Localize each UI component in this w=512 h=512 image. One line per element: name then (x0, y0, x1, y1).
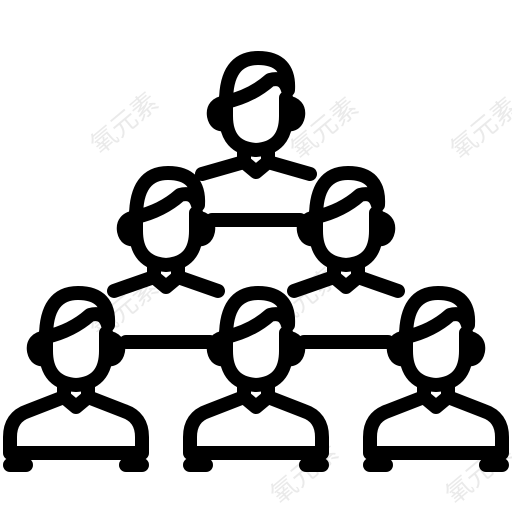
person-bottom-right (363, 286, 509, 472)
people-group (3, 51, 509, 472)
ear-left (296, 210, 323, 247)
ear-left (206, 95, 233, 132)
person-mid-right (287, 166, 405, 298)
shoulders (195, 155, 317, 181)
ear-right (279, 330, 306, 367)
hair (309, 166, 386, 224)
person-bottom-left (3, 286, 149, 472)
shoulders (107, 270, 225, 298)
shoulders (287, 270, 405, 298)
connector-lines (119, 213, 395, 349)
ear-right (279, 95, 306, 132)
ear-right (369, 210, 396, 247)
ear-right (99, 330, 126, 367)
ear-right (459, 330, 486, 367)
ear-left (386, 330, 413, 367)
ear-left (206, 330, 233, 367)
person-bottom-center (183, 286, 329, 472)
ear-left (26, 330, 53, 367)
body (3, 390, 149, 460)
hair (39, 286, 116, 344)
ear-right (189, 210, 216, 247)
person-mid-left (107, 166, 225, 298)
watermark-text: 氧元素 (445, 92, 512, 165)
body (363, 390, 509, 460)
body (183, 390, 329, 460)
hair (219, 286, 296, 344)
hair (219, 51, 296, 109)
person-top (195, 51, 317, 181)
watermark-text: 氧元素 (85, 87, 164, 160)
hair (399, 286, 476, 344)
ear-left (116, 210, 143, 247)
hair (129, 166, 206, 224)
